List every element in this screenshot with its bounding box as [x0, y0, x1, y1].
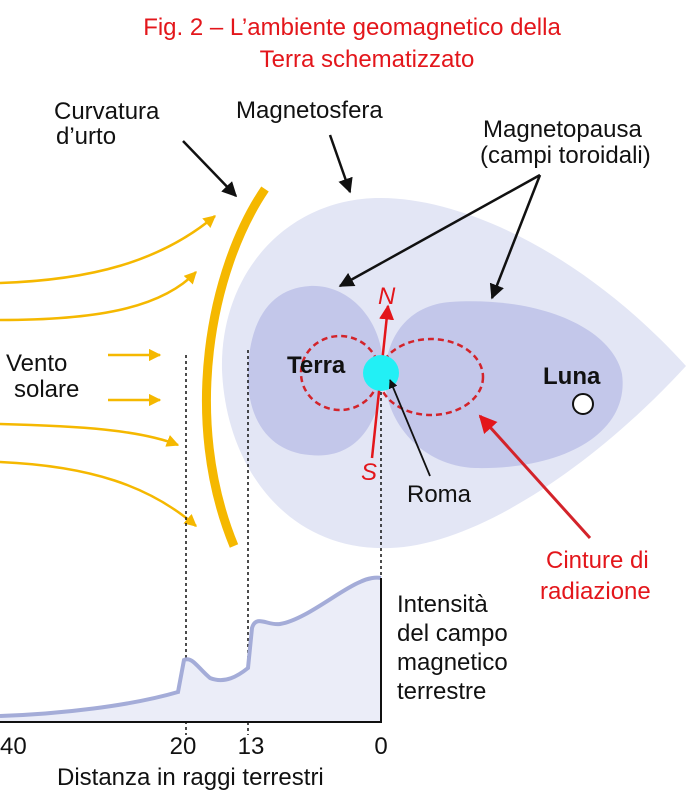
distance-axis-label: Distanza in raggi terrestri: [57, 764, 324, 791]
tick-40: 40: [0, 733, 27, 760]
intensity-label-2: del campo: [397, 620, 508, 647]
bow-shock: [202, 186, 269, 548]
moon-label: Luna: [543, 363, 601, 390]
field-intensity-curve: [0, 575, 382, 718]
pointer-arrows: [182, 134, 542, 300]
tick-0: 0: [374, 733, 387, 760]
magnetopause-label-2: (campi toroidali): [480, 142, 651, 169]
earth-label: Terra: [287, 352, 346, 379]
magnetopause-label-1: Magnetopausa: [483, 116, 642, 143]
solar-wind-label-2: solare: [14, 376, 79, 403]
earth: [363, 355, 399, 391]
belts-label-2: radiazione: [540, 578, 651, 605]
magnetosphere-label: Magnetosfera: [236, 97, 383, 124]
tick-20: 20: [170, 733, 197, 760]
intensity-label-3: magnetico: [397, 649, 508, 676]
bow-shock-label-1: Curvatura: [54, 98, 160, 125]
right-lobe: [385, 301, 623, 469]
title-line-2: Terra schematizzato: [260, 46, 475, 73]
solar-wind-arrows: [0, 215, 216, 527]
intensity-label-4: terrestre: [397, 678, 486, 705]
bow-shock-label-2: d’urto: [56, 123, 116, 150]
rome-label: Roma: [407, 481, 472, 508]
north-label: N: [378, 283, 396, 310]
left-lobe: [247, 285, 384, 456]
field-intensity-area: [0, 577, 381, 722]
moon: [572, 393, 594, 415]
solar-wind-label-1: Vento: [6, 350, 67, 377]
belts-label-1: Cinture di: [546, 547, 649, 574]
south-label: S: [361, 459, 377, 486]
belts-pointer: [478, 414, 592, 540]
tick-13: 13: [238, 733, 265, 760]
rome-pointer: [388, 379, 431, 477]
intensity-label-1: Intensità: [397, 591, 488, 618]
title-line-1: Fig. 2 – L’ambiente geomagnetico della: [143, 14, 561, 41]
